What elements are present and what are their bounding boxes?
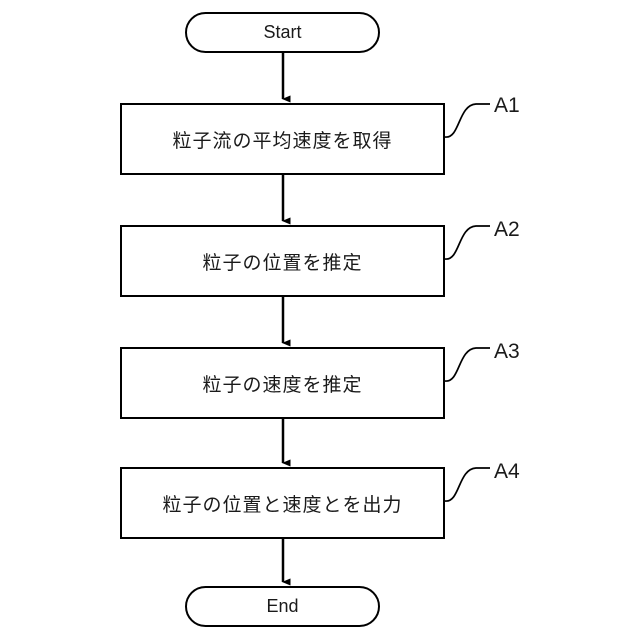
- end-terminal: End: [185, 586, 380, 627]
- process-step-a1: 粒子流の平均速度を取得: [120, 103, 445, 175]
- step-ref-label-a2: A2: [494, 218, 554, 242]
- step-ref-label-a3: A3: [494, 340, 554, 364]
- process-step-a3-text: 粒子の速度を推定: [202, 374, 363, 396]
- process-step-a2: 粒子の位置を推定: [120, 225, 445, 297]
- step-ref-label-a1-text: A1: [494, 94, 520, 117]
- end-label: End: [266, 596, 299, 616]
- process-step-a1-text: 粒子流の平均速度を取得: [172, 130, 393, 152]
- step-ref-label-a4-text: A4: [494, 460, 520, 483]
- leader-line-a2: [444, 225, 490, 260]
- leader-line-a3: [444, 347, 490, 382]
- process-step-a3: 粒子の速度を推定: [120, 347, 445, 419]
- leader-line-a1: [444, 103, 490, 138]
- process-step-a4: 粒子の位置と速度とを出力: [120, 467, 445, 539]
- step-ref-label-a3-text: A3: [494, 340, 520, 363]
- start-terminal: Start: [185, 12, 380, 53]
- leader-line-a4: [444, 467, 490, 502]
- step-ref-label-a4: A4: [494, 460, 554, 484]
- start-label: Start: [263, 22, 302, 42]
- step-ref-label-a2-text: A2: [494, 218, 520, 241]
- step-ref-label-a1: A1: [494, 94, 554, 118]
- process-step-a4-text: 粒子の位置と速度とを出力: [162, 494, 403, 516]
- process-step-a2-text: 粒子の位置を推定: [202, 252, 363, 274]
